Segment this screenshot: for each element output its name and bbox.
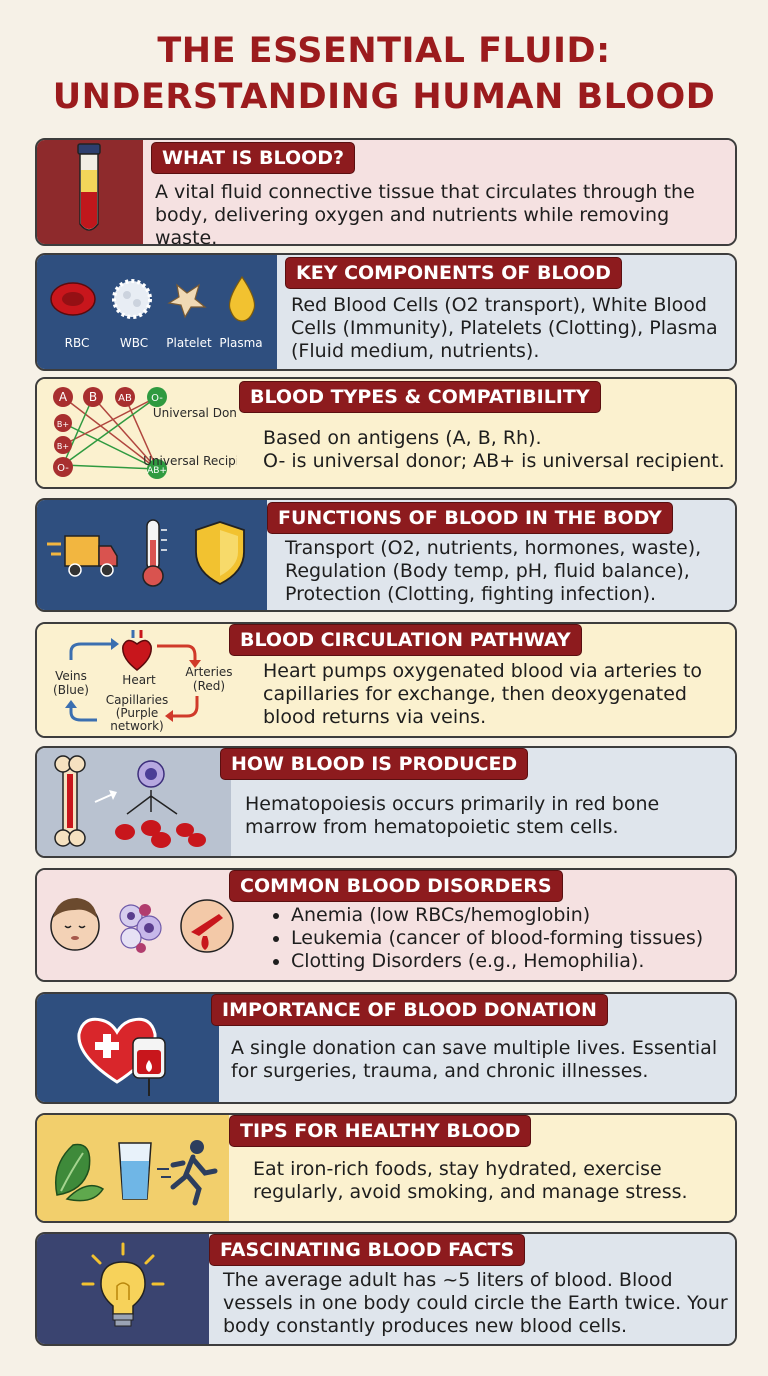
blood-type-circles: A B AB O- B+ B+ O- AB+ <box>53 387 167 479</box>
blood-type-label: B+ <box>57 420 69 429</box>
section-text: Heart pumps oxygenated blood via arterie… <box>263 660 703 728</box>
veins-color-label: (Blue) <box>53 683 89 697</box>
section-facts: FASCINATING BLOOD FACTS The average adul… <box>35 1232 737 1346</box>
section-heading: BLOOD TYPES & COMPATIBILITY <box>239 381 601 413</box>
blood-type-label: AB+ <box>147 466 167 476</box>
section-heading: COMMON BLOOD DISORDERS <box>229 870 563 902</box>
blood-type-label: B+ <box>57 442 69 451</box>
section-heading: BLOOD CIRCULATION PATHWAY <box>229 624 582 656</box>
section-text-line-2: O- is universal donor; AB+ is universal … <box>263 450 725 472</box>
section-icon-panel <box>37 870 249 980</box>
section-text: Transport (O2, nutrients, hormones, wast… <box>285 537 702 605</box>
bullet-item: Anemia (low RBCs/hemoglobin) <box>291 904 731 927</box>
section-tips: TIPS FOR HEALTHY BLOOD Eat iron-rich foo… <box>35 1113 737 1223</box>
shield-icon <box>195 521 245 586</box>
section-heading: TIPS FOR HEALTHY BLOOD <box>229 1115 532 1147</box>
components-icons: RBC WBC Platelet Plasma <box>50 275 263 350</box>
production-icons <box>54 755 206 848</box>
donation-icons <box>77 1017 166 1096</box>
arteries-color-label: (Red) <box>193 679 225 693</box>
section-icon-panel: RBC WBC Platelet Plasma <box>37 255 279 369</box>
capillaries-label: network) <box>110 719 163 733</box>
bullet-item: Clotting Disorders (e.g., Hemophilia). <box>291 950 731 973</box>
section-circulation: Heart Arteries (Red) Veins (Blue) Capill… <box>35 622 737 738</box>
section-what-is-blood: WHAT IS BLOOD? A vital fluid connective … <box>35 138 737 249</box>
plasma-drop-icon <box>228 275 256 322</box>
section-production: HOW BLOOD IS PRODUCED Hematopoiesis occu… <box>35 746 737 858</box>
section-icon-panel <box>37 994 221 1102</box>
icon-label: Plasma <box>219 336 262 350</box>
blood-type-label: O- <box>57 463 69 474</box>
section-text: Eat iron-rich foods, stay hydrated, exer… <box>253 1158 688 1203</box>
blood-cells-icon <box>115 820 206 848</box>
bone-icon <box>54 755 86 847</box>
section-text: A vital fluid connective tissue that cir… <box>155 181 695 249</box>
icon-label: Platelet <box>166 336 212 350</box>
title-line-2: UNDERSTANDING HUMAN BLOOD <box>52 77 716 117</box>
section-icon-panel: A B AB O- B+ B+ O- AB+ Universal Donor U… <box>37 379 239 487</box>
section-text: A single donation can save multiple live… <box>231 1037 718 1082</box>
bullet-list: Anemia (low RBCs/hemoglobin) Leukemia (c… <box>271 904 731 973</box>
blood-type-diagram-icon: A B AB O- B+ B+ O- AB+ Universal Donor U… <box>53 387 237 479</box>
section-text-line-1: Based on antigens (A, B, Rh). <box>263 427 542 449</box>
red-blood-cell-icon <box>50 282 96 316</box>
heart-icon <box>122 630 152 671</box>
blood-bag-icon <box>132 1037 166 1096</box>
blood-type-label: O- <box>151 393 163 404</box>
capillaries-label: Capillaries <box>106 693 169 707</box>
section-heading: WHAT IS BLOOD? <box>151 142 356 174</box>
section-heading: FASCINATING BLOOD FACTS <box>209 1234 526 1266</box>
section-icon-panel <box>37 140 145 244</box>
tired-face-icon <box>50 898 100 951</box>
section-donation: IMPORTANCE OF BLOOD DONATION A single do… <box>35 992 737 1104</box>
delivery-truck-icon <box>47 535 118 577</box>
section-disorders: COMMON BLOOD DISORDERS Anemia (low RBCs/… <box>35 868 737 982</box>
heart-label: Heart <box>122 673 156 687</box>
section-functions: FUNCTIONS OF BLOOD IN THE BODY Transport… <box>35 498 737 612</box>
section-icon-panel <box>37 1234 211 1344</box>
tips-icons <box>55 1140 218 1206</box>
running-person-icon <box>157 1140 218 1206</box>
capillaries-label: (Purple <box>116 706 159 720</box>
water-glass-icon <box>118 1142 152 1200</box>
section-text: The average adult has ~5 liters of blood… <box>223 1269 728 1337</box>
white-blood-cell-icon <box>112 279 152 319</box>
stem-cell-icon <box>137 760 165 788</box>
abnormal-cells-icon <box>119 904 162 953</box>
test-tube-icon <box>77 143 101 231</box>
functions-icons <box>47 519 245 587</box>
blood-type-label: AB <box>118 393 132 404</box>
section-key-components: RBC WBC Platelet Plasma KEY COMPONENTS O… <box>35 253 737 371</box>
platelet-icon <box>167 283 207 319</box>
section-text: Red Blood Cells (O2 transport), White Bl… <box>291 294 718 362</box>
bleeding-wound-icon <box>180 899 234 953</box>
section-blood-types: A B AB O- B+ B+ O- AB+ Universal Donor U… <box>35 377 737 489</box>
arteries-label: Arteries <box>185 665 232 679</box>
blood-type-label: A <box>59 390 68 404</box>
page-title: THE ESSENTIAL FLUID: UNDERSTANDING HUMAN… <box>0 28 768 120</box>
universal-donor-label: Universal Donor <box>153 406 237 420</box>
title-line-1: THE ESSENTIAL FLUID: <box>157 31 611 71</box>
light-bulb-icon <box>81 1242 165 1327</box>
universal-recipient-label: Universal Recipient <box>143 454 237 468</box>
section-bullets: Anemia (low RBCs/hemoglobin) Leukemia (c… <box>271 904 731 973</box>
section-icon-panel <box>37 748 233 856</box>
disorders-icons <box>50 898 234 953</box>
veins-label: Veins <box>55 669 87 683</box>
leafy-greens-icon <box>55 1143 105 1202</box>
section-text: Hematopoiesis occurs primarily in red bo… <box>245 793 660 838</box>
bullet-item: Leukemia (cancer of blood-forming tissue… <box>291 927 731 950</box>
icon-label: WBC <box>120 336 148 350</box>
icon-label: RBC <box>65 336 90 350</box>
section-icon-panel <box>37 1115 231 1221</box>
blood-type-label: B <box>89 390 97 404</box>
section-heading: HOW BLOOD IS PRODUCED <box>220 748 529 780</box>
section-icon-panel <box>37 500 269 610</box>
section-heading: KEY COMPONENTS OF BLOOD <box>285 257 622 289</box>
circulation-arrows-icon: Heart Arteries (Red) Veins (Blue) Capill… <box>53 630 233 733</box>
section-heading: FUNCTIONS OF BLOOD IN THE BODY <box>267 502 673 534</box>
section-heading: IMPORTANCE OF BLOOD DONATION <box>211 994 608 1026</box>
section-icon-panel: Heart Arteries (Red) Veins (Blue) Capill… <box>37 624 247 736</box>
thermometer-icon <box>142 519 167 587</box>
